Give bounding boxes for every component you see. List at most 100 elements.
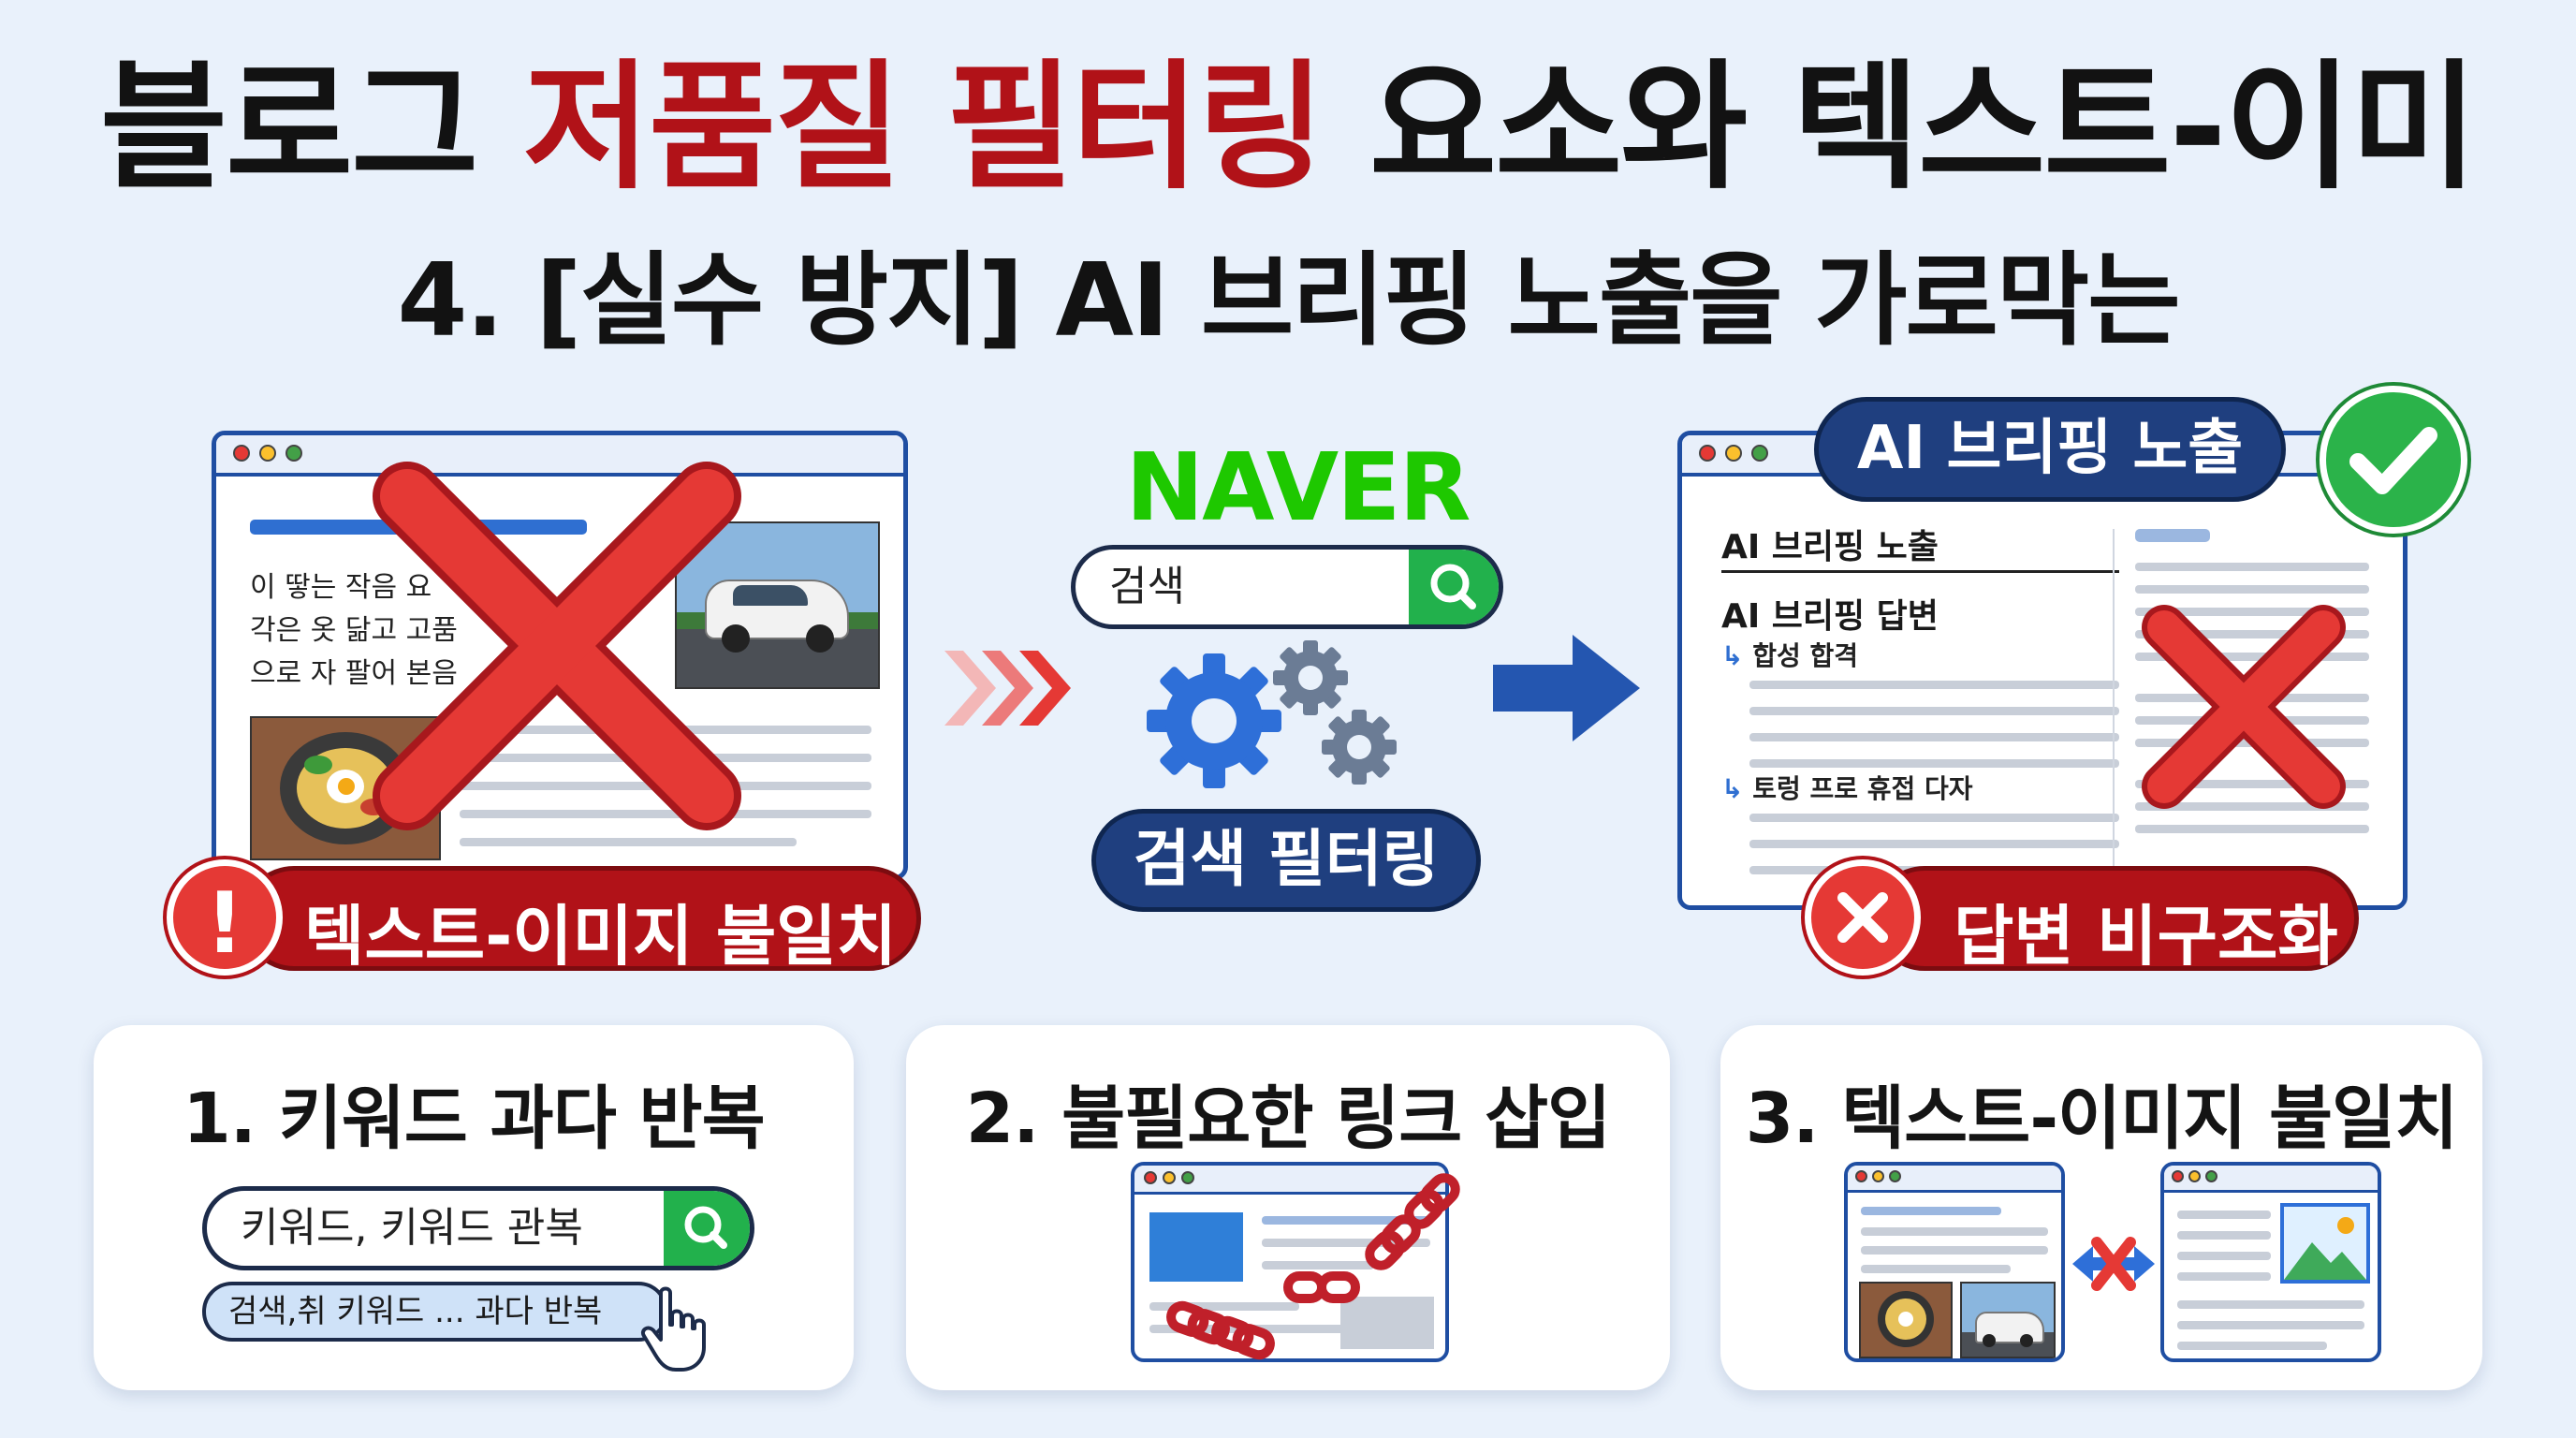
column-divider [2113,529,2115,875]
text-line [2135,630,2369,638]
left-blog-window: 이 땋는 작음 요 각은 옷 닮고 고품 으로 자 팔어 본음 [212,431,908,880]
blog-text-line: 으로 자 팔어 본음 [250,657,458,690]
close-dot-icon [1144,1171,1157,1184]
window-titlebar [1134,1166,1445,1195]
maximize-dot-icon [1181,1171,1194,1184]
text-line [460,838,797,846]
text-line [1749,840,2119,848]
text-line [1749,814,2119,822]
main-title: 블로그 저품질 필터링 요소와 텍스트-이미 [0,58,2576,197]
text-line [1861,1246,2048,1255]
tooltip-text: 검색,취 키워드 ... 과다 반복 [228,1293,603,1330]
food-thumbnail [1859,1282,1953,1358]
subtitle: 4. [실수 방지] AI 브리핑 노출을 가로막는 [397,242,2180,360]
landscape-image-icon [2280,1203,2370,1284]
text-line [2135,825,2369,833]
title-highlight: 저품질 필터링 [522,47,1325,208]
text-line [2135,780,2369,788]
text-line [1861,1265,2011,1273]
search-button[interactable] [664,1191,750,1266]
badge-label: 답변 비구조화 [1954,898,2338,975]
minimize-dot-icon [2188,1170,2201,1182]
keyword-search-input[interactable]: 키워드, 키워드 관복 [241,1204,583,1252]
gears-icon [1147,640,1397,788]
text-line [2177,1211,2271,1219]
close-dot-icon [1855,1170,1867,1182]
filter-label: 검색 필터링 [1133,823,1440,895]
text-line [2135,563,2369,571]
badge-label: 텍스트-이미지 불일치 [304,898,898,975]
text-line [2135,608,2369,616]
card-title: 2. 불필요한 링크 삽입 [965,1078,1612,1159]
image-placeholder [1340,1297,1434,1349]
text-line [1749,733,2119,741]
blog-text-block: 이 땋는 작음 요 각은 옷 닮고 고품 으로 자 팔어 본음 [250,566,458,696]
exclamation-icon: ! [167,859,283,976]
card-keyword-repetition: 1. 키워드 과다 반복 키워드, 키워드 관복 검색,취 키워드 ... 과다… [94,1025,854,1390]
title-part3: 요소와 텍스트-이미 [1368,47,2478,208]
close-dot-icon [233,445,250,462]
minimize-dot-icon [1872,1170,1884,1182]
window-titlebar [2164,1166,2378,1193]
search-icon [1430,564,1476,609]
text-line [1749,707,2119,715]
check-icon [2320,386,2467,534]
sub-arrow-icon: ↳ [1721,640,1744,671]
blog-text-line: 이 땋는 작음 요 [250,571,432,604]
mismatch-badge: 텍스트-이미지 불일치 [242,866,921,975]
briefing-heading: AI 브리핑 노출 [1721,528,1939,566]
card-title: 3. 텍스트-이미지 불일치 [1745,1078,2459,1159]
card-text-image-mismatch: 3. 텍스트-이미지 불일치 [1720,1025,2482,1390]
text-line [1749,681,2119,689]
search-button[interactable] [1409,550,1499,624]
blog-text-line: 각은 옷 닮고 고품 [250,614,458,647]
text-line [1262,1239,1430,1247]
mismatch-arrow-x-icon [2072,1237,2155,1291]
car-thumbnail [1960,1282,2056,1358]
text-line [1749,759,2119,768]
link-chain-icon [1166,1173,1460,1360]
minimize-dot-icon [1725,445,1742,462]
minimize-dot-icon [1163,1171,1176,1184]
text-line [2177,1231,2271,1240]
small-x-icon [2142,605,2346,809]
chevron-arrows-icon [944,651,1071,726]
text-line [2177,1342,2327,1350]
heading-divider [1721,570,2119,573]
window-titlebar [216,435,903,477]
keyword-search-bar[interactable]: 키워드, 키워드 관복 [202,1186,754,1270]
sub-arrow-icon: ↳ [1721,773,1744,804]
sidebar-accent [2135,529,2210,542]
text-line [2135,653,2369,661]
maximize-dot-icon [2205,1170,2217,1182]
keyword-suggestion-tooltip: 검색,취 키워드 ... 과다 반복 [202,1282,668,1342]
unstructured-badge: 답변 비구조화 [1872,866,2359,975]
food-image [250,716,441,860]
answer-item: ↳ 토렁 프로 휴접 다자 [1721,773,1973,804]
car-image [675,521,880,689]
right-arrow-icon [1493,635,1640,741]
big-x-icon [373,462,741,830]
maximize-dot-icon [1889,1170,1901,1182]
text-line [460,810,871,818]
ai-briefing-header-badge: AI 브리핑 노출 [1814,397,2286,502]
text-line [2135,585,2369,594]
text-line [1861,1207,2001,1215]
answer-title: AI 브리핑 답변 [1721,597,1939,636]
close-dot-icon [1699,445,1716,462]
header-badge-label: AI 브리핑 노출 [1856,414,2244,483]
search-filter-badge: 검색 필터링 [1091,809,1481,912]
text-line [1861,1227,2048,1236]
search-input[interactable]: 검색 [1109,563,1185,610]
maximize-dot-icon [285,445,302,462]
text-line [2177,1300,2364,1309]
naver-logo: NAVER [1125,433,1471,542]
text-line [2135,802,2369,811]
pointer-hand-icon [641,1286,706,1372]
window-titlebar [1848,1166,2061,1193]
mismatch-window-right [2160,1162,2381,1362]
x-circle-icon [1805,859,1921,976]
text-line [1149,1302,1299,1311]
naver-search-bar[interactable]: 검색 [1071,545,1503,629]
text-line [2177,1252,2271,1260]
